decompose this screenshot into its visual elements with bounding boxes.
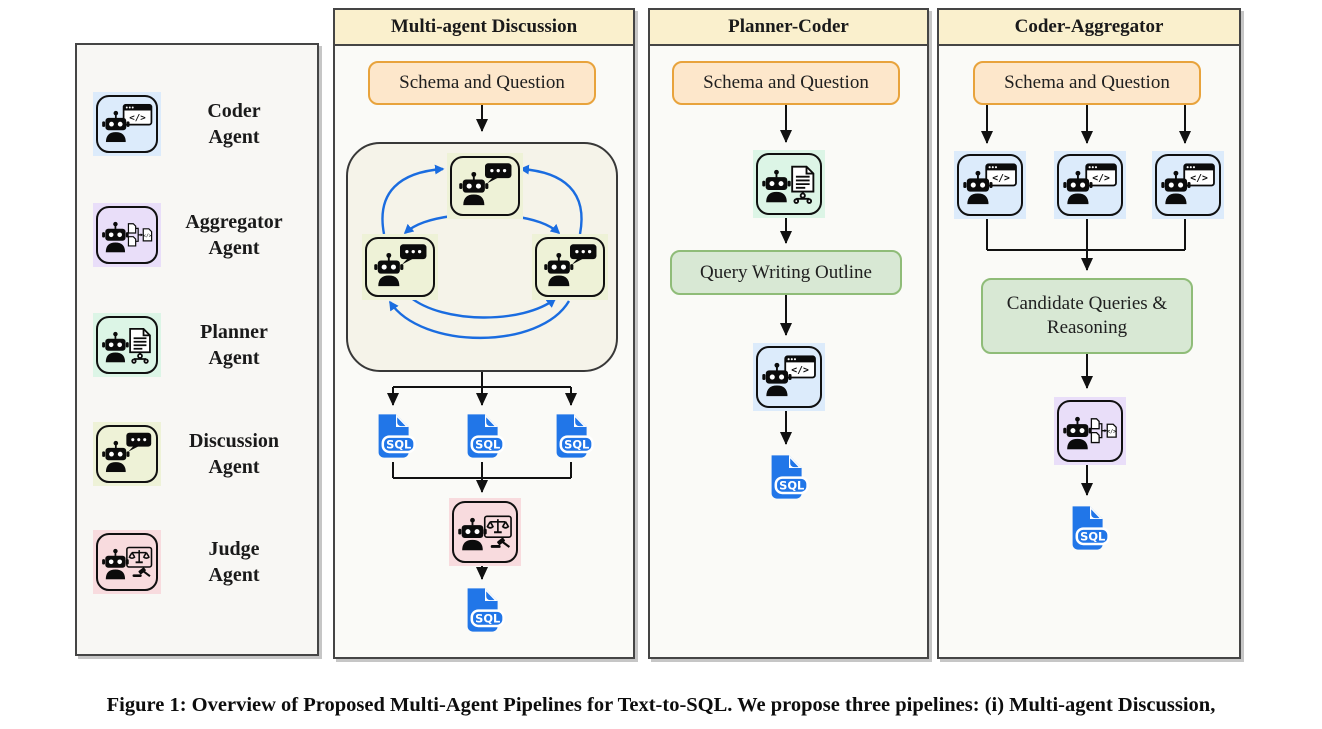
query-writing-outline-box: Query Writing Outline	[670, 250, 902, 295]
coder-agent-icon	[100, 99, 153, 149]
discussion-loop	[346, 142, 618, 372]
discussion-agent-icon	[100, 429, 153, 479]
coder-agent-icon	[1152, 151, 1224, 219]
discussion-agent-icon	[532, 234, 608, 300]
sql-file-icon	[762, 453, 810, 501]
multi-agent-discussion-panel: Multi-agent Discussion Schema and Questi…	[333, 8, 635, 659]
figure-caption: Figure 1: Overview of Proposed Multi-Age…	[106, 694, 1216, 716]
judge-agent-icon	[100, 537, 153, 587]
coder-agent-icon	[1054, 151, 1126, 219]
discussion-agent-icon	[362, 234, 438, 300]
planner-agent-icon	[93, 313, 161, 377]
aggregator-agent-icon	[1054, 397, 1126, 465]
sql-file-icon	[458, 586, 506, 634]
discussion-agent-icon	[93, 422, 161, 486]
schema-question-box: Schema and Question	[368, 61, 596, 105]
sql-file-icon	[547, 412, 595, 460]
aggregator-agent-icon	[100, 210, 153, 260]
schema-question-box: Schema and Question	[672, 61, 900, 105]
sql-file-icon	[458, 412, 506, 460]
judge-agent-icon	[93, 530, 161, 594]
planner-agent-icon	[753, 150, 825, 218]
panel-title: Planner-Coder	[650, 10, 927, 46]
schema-question-box: Schema and Question	[973, 61, 1201, 105]
aggregator-agent-icon	[93, 203, 161, 267]
panel-title: Coder-Aggregator	[939, 10, 1239, 46]
planner-agent-icon	[100, 320, 153, 370]
sql-file-icon	[369, 412, 417, 460]
judge-agent-icon	[449, 498, 521, 566]
sql-file-icon	[1063, 504, 1111, 552]
candidate-queries-box: Candidate Queries & Reasoning	[981, 278, 1193, 354]
planner-coder-panel: Planner-Coder Schema and Question Query …	[648, 8, 929, 659]
coder-agent-icon	[954, 151, 1026, 219]
discussion-agent-icon	[447, 153, 523, 219]
panel-title: Multi-agent Discussion	[335, 10, 633, 46]
coder-aggregator-panel: Coder-Aggregator Schema and Question	[937, 8, 1241, 659]
coder-agent-icon	[753, 343, 825, 411]
coder-agent-icon	[93, 92, 161, 156]
